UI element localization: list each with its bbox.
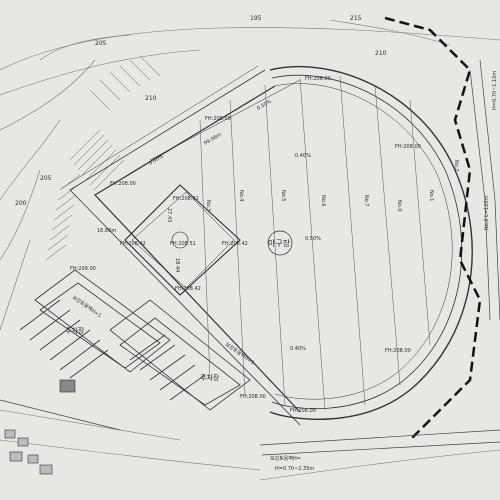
- slope-hatching: [45, 55, 161, 261]
- retaining-wall-bottom: 보강토옹벽H=: [270, 455, 301, 462]
- slope-label-3: 0.50%: [305, 236, 321, 242]
- contour-label-3: 205: [95, 40, 107, 47]
- field-label: 야구장: [268, 238, 291, 248]
- elev-right-lower: FH:208.00: [385, 348, 411, 354]
- infield-diamond: [124, 79, 301, 296]
- contour-label-5: 195: [250, 15, 262, 22]
- elev-left-parking: FH:209.00: [70, 266, 96, 272]
- slope-label-5: 0.50%: [148, 153, 165, 166]
- property-boundary: [384, 16, 482, 441]
- contour-label-6: 205: [40, 175, 52, 182]
- elev-left-upper: FH:208.00: [110, 181, 136, 187]
- elev-home-bottom: FH:208.42: [175, 286, 201, 292]
- station-n1: No.1: [428, 190, 434, 201]
- right-road-label: No.0 L=120m: [484, 195, 490, 230]
- dim-left-offset: 16.86m: [97, 228, 116, 234]
- slope-label-4: 0.40%: [290, 346, 306, 352]
- slope-label-2: 0.40%: [295, 153, 311, 159]
- buildings: [4, 379, 76, 475]
- station-n0: No.0: [396, 200, 402, 211]
- elev-top-arc: FH:208.00: [305, 76, 331, 82]
- dim-base-2: 18.44: [174, 258, 180, 272]
- parking-label-b: 주차장: [200, 373, 220, 382]
- right-road: [469, 59, 500, 321]
- contour-label-4: 200: [15, 200, 27, 207]
- station-n2: No.2: [453, 160, 459, 171]
- contour-label-7: 210: [375, 50, 387, 57]
- retaining-wall-bottom-height: H=0.70~2.35m: [275, 466, 314, 472]
- elev-right-arc: FH:208.00: [395, 144, 421, 150]
- terrain-contours: [0, 19, 500, 481]
- elev-home-left: FH:208.42: [120, 241, 146, 247]
- station-n7: No.7: [363, 195, 369, 206]
- station-n4: No.4: [238, 190, 244, 201]
- slope-label-1: 0.50%: [256, 98, 273, 111]
- parking-areas: [19, 269, 251, 411]
- elev-bottom-plaza: FH:208.00: [240, 394, 266, 400]
- contour-label-2: 210: [145, 95, 157, 102]
- station-n3: No.3: [205, 200, 211, 211]
- station-n5: No.5: [280, 190, 286, 201]
- parking-label-a: 주차장: [65, 326, 85, 335]
- right-road-height: H=0.70~1.10m: [492, 71, 498, 110]
- elev-left-field: FH:208.00: [205, 116, 231, 122]
- dim-base-1: 27.43: [166, 208, 172, 222]
- contour-label-1: 215: [350, 15, 362, 22]
- elev-home-right: FH:208.42: [222, 241, 248, 247]
- lower-road: [0, 399, 500, 456]
- elev-home-top: FH:208.42: [173, 196, 199, 202]
- outfield-boundary: [61, 65, 473, 426]
- elev-home-center: FH:208.51: [170, 241, 196, 247]
- station-lines: [199, 75, 431, 411]
- station-n6: No.6: [320, 195, 326, 206]
- dim-infield-diag: 99.06m: [203, 132, 223, 147]
- field-center-marker: [267, 230, 293, 256]
- elev-foul-bottom: FH:208.00: [290, 408, 316, 414]
